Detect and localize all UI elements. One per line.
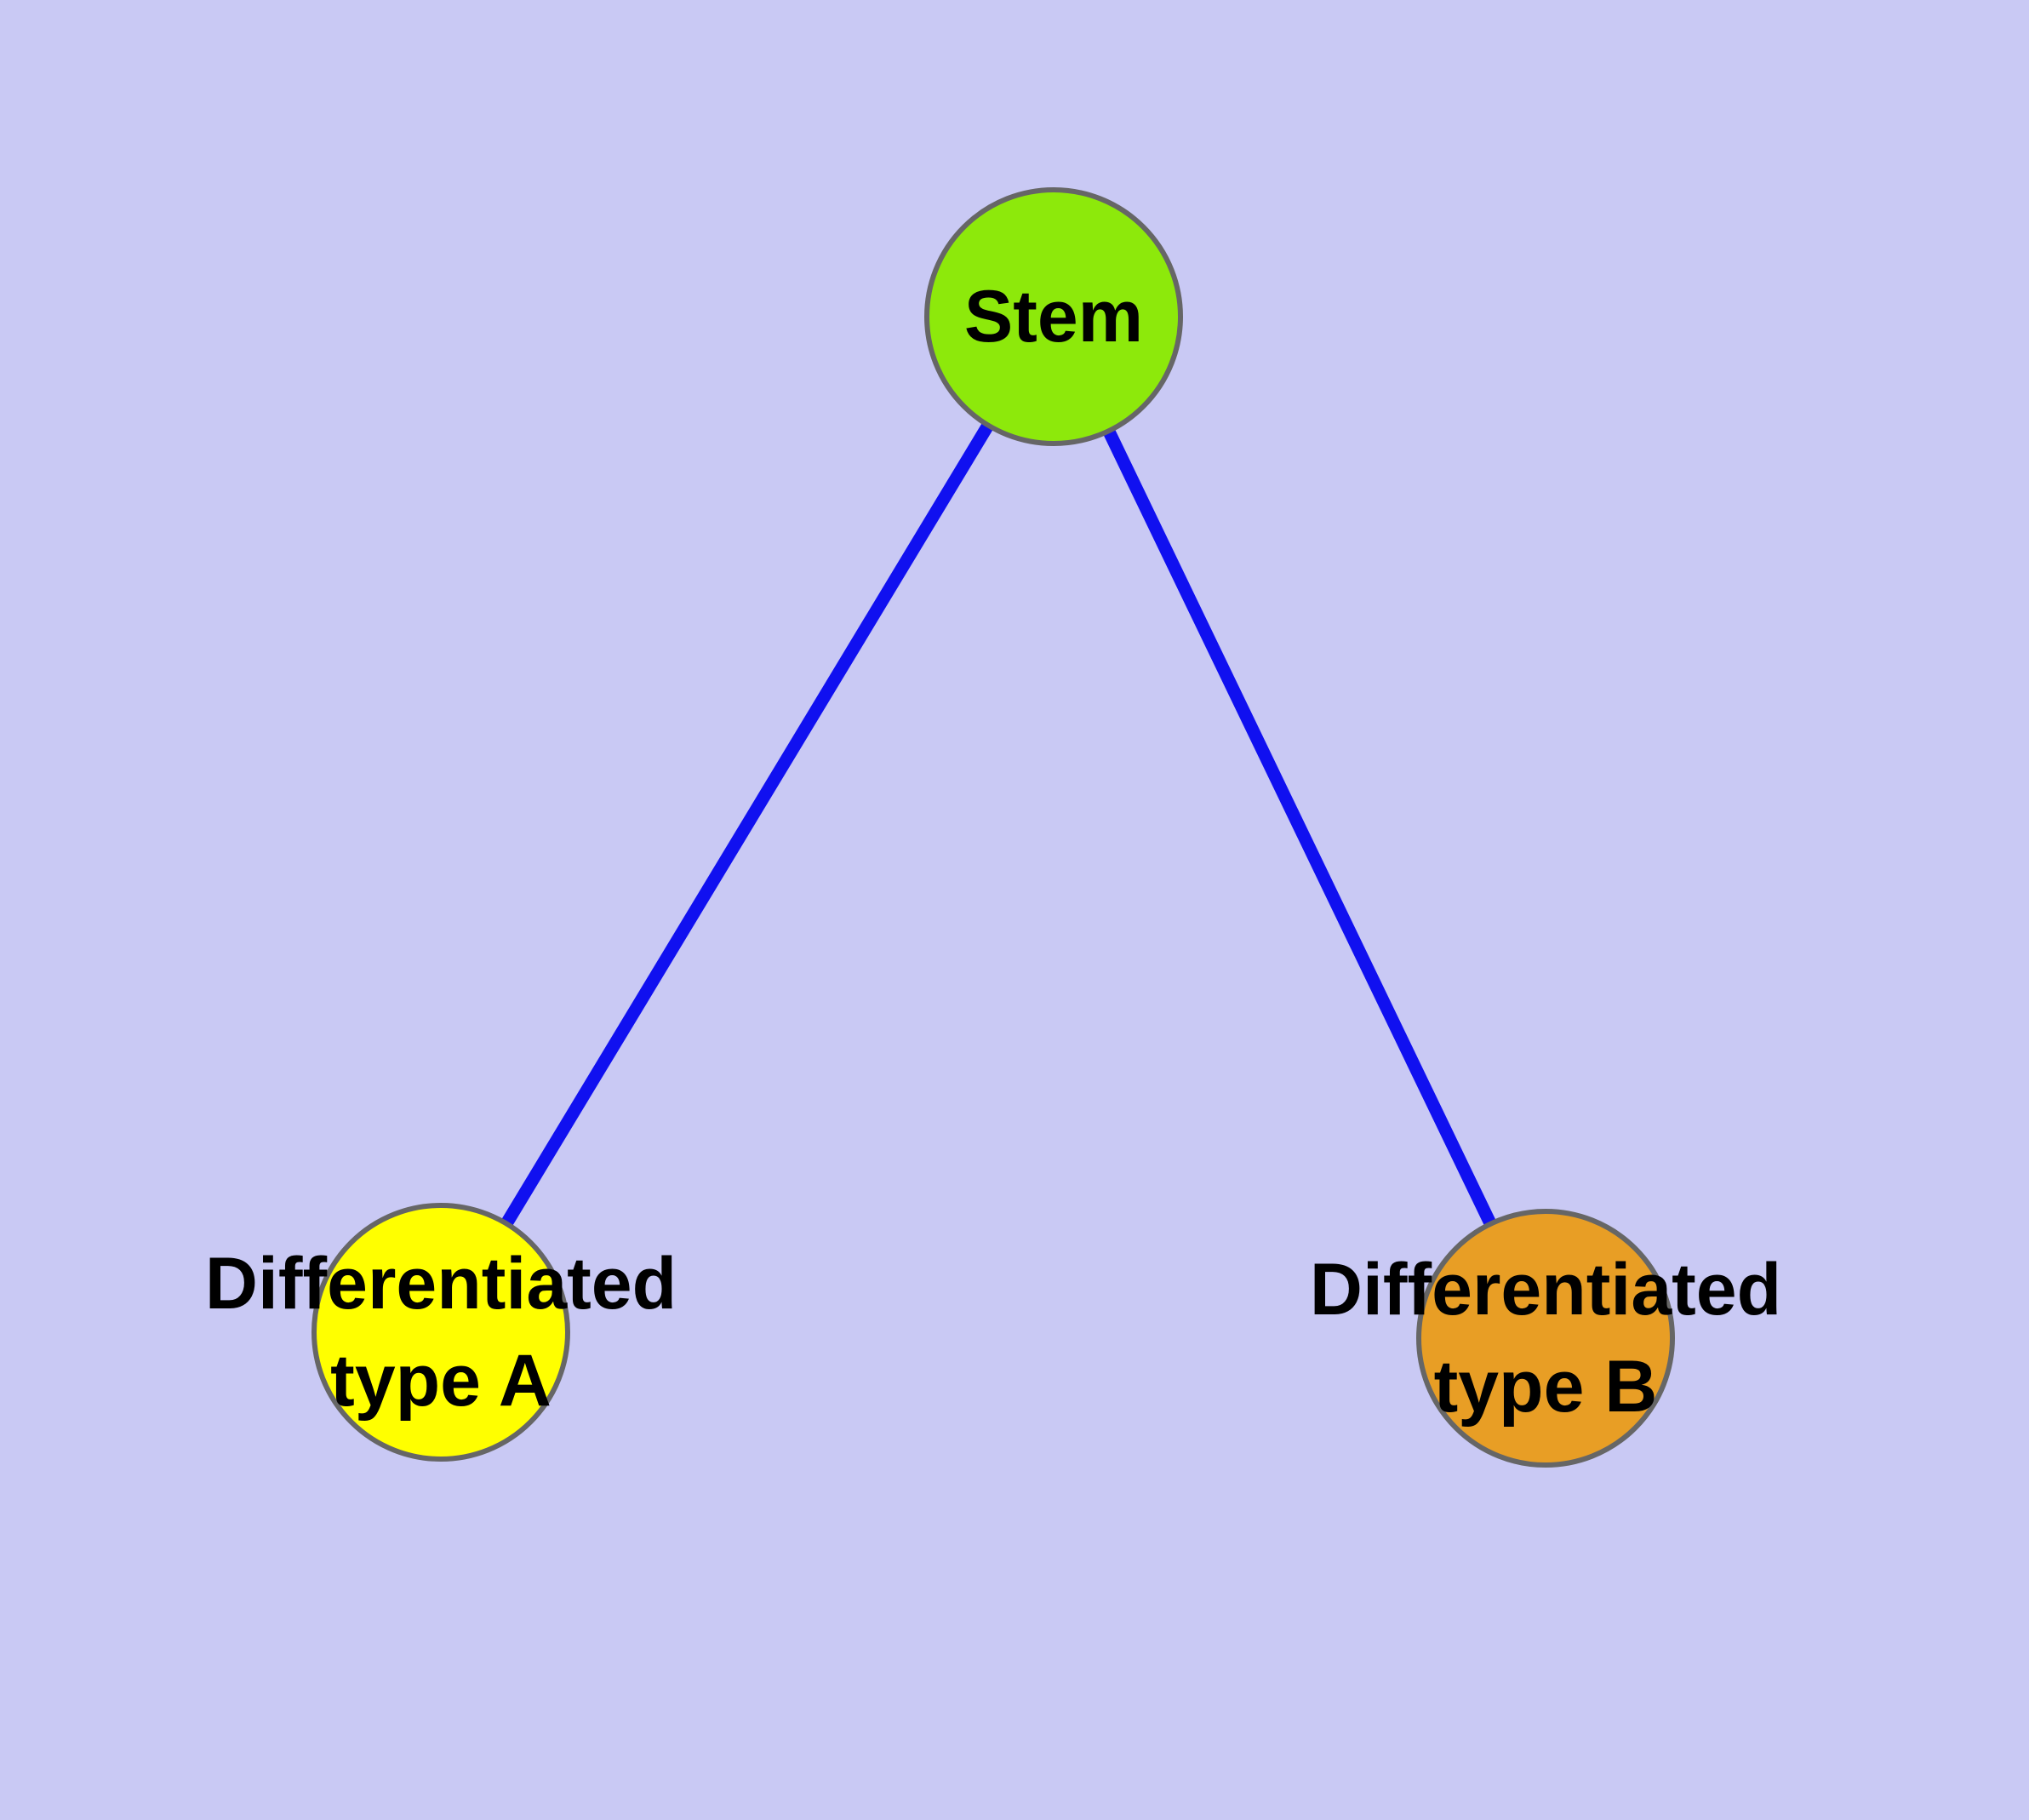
node-label-line: type A bbox=[330, 1340, 552, 1422]
edge-stem-to-type-b bbox=[1048, 313, 1552, 1342]
node-label-differentiated-type-b: Differentiated type B bbox=[1310, 1241, 1781, 1435]
node-stem bbox=[924, 187, 1183, 446]
node-differentiated-type-b bbox=[1416, 1209, 1675, 1468]
node-label-line: Differentiated bbox=[204, 1243, 677, 1325]
node-label-line: Differentiated bbox=[1309, 1249, 1782, 1331]
node-label-line: Stem bbox=[963, 276, 1144, 358]
node-differentiated-type-a bbox=[311, 1203, 570, 1462]
edge-stem-to-type-a bbox=[435, 313, 1060, 1336]
node-label-line: type B bbox=[1433, 1346, 1658, 1428]
node-label-stem: Stem bbox=[964, 268, 1143, 365]
node-label-differentiated-type-a: Differentiated type A bbox=[205, 1235, 677, 1429]
